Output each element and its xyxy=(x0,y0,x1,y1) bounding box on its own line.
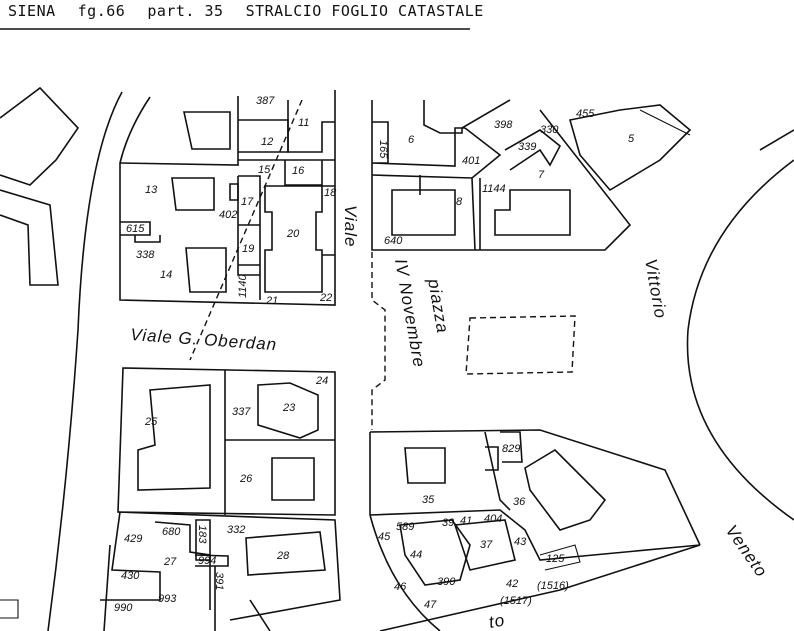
parcel-label: 430 xyxy=(121,570,140,582)
parcel-label: 6 xyxy=(408,134,415,146)
parcel-label: 15 xyxy=(258,164,271,176)
parcel-label: 14 xyxy=(160,269,172,281)
parcel-label: 615 xyxy=(126,223,145,235)
parcel-label: 45 xyxy=(378,531,391,543)
parcel-label: 26 xyxy=(239,473,253,485)
parcel-label: 390 xyxy=(437,576,456,588)
parcel-label: 25 xyxy=(144,416,158,428)
parcel-label: 5 xyxy=(628,133,635,145)
parcel-label: 37 xyxy=(480,539,493,551)
parcel-label: 429 xyxy=(124,533,142,545)
parcel-label: 21 xyxy=(265,295,278,307)
parcel-label: 41 xyxy=(460,515,472,527)
header-title: STRALCIO FOGLIO CATASTALE xyxy=(245,2,484,20)
parcel-label: 43 xyxy=(514,536,527,548)
parcel-label: 36 xyxy=(513,496,526,508)
parcel-label: 19 xyxy=(242,243,254,255)
parcel-label: 332 xyxy=(227,524,245,536)
street-veneto: Veneto xyxy=(722,521,772,580)
parcel-label: 8 xyxy=(456,196,463,208)
parcel-label: 404 xyxy=(484,513,502,525)
parcel-label: 165 xyxy=(377,140,389,159)
parcel-boundaries xyxy=(0,86,794,631)
parcel-label: 17 xyxy=(241,196,254,208)
header-city: SIENA xyxy=(8,2,56,20)
parcel-label: 28 xyxy=(276,550,290,562)
parcel-label: 339 xyxy=(518,141,536,153)
parcel-label: 125 xyxy=(546,553,565,565)
parcel-label: 387 xyxy=(256,95,275,107)
header-sheet: fg.66 xyxy=(77,2,126,20)
street-to: to xyxy=(487,610,506,631)
parcel-labels: 387 11 12 15 16 13 17 402 18 20 615 338 … xyxy=(114,95,635,614)
parcel-label: 44 xyxy=(410,549,422,561)
parcel-label: (1517) xyxy=(500,595,532,607)
street-vittorio: Vittorio xyxy=(641,257,670,320)
parcel-label: 402 xyxy=(219,209,237,221)
parcel-label: (1516) xyxy=(537,580,569,592)
map-header: SIENA fg.66 part. 35 STRALCIO FOGLIO CATAST… xyxy=(8,2,506,20)
parcel-label: 22 xyxy=(319,292,332,304)
parcel-label: 46 xyxy=(394,581,407,593)
parcel-label: 183 xyxy=(196,525,208,544)
parcel-label: 990 xyxy=(114,602,133,614)
parcel-label: 18 xyxy=(324,187,337,199)
parcel-label: 20 xyxy=(286,228,300,240)
parcel-label: 338 xyxy=(136,249,155,261)
parcel-label: 42 xyxy=(506,578,518,590)
street-piazza: piazza xyxy=(424,276,452,335)
parcel-label: 829 xyxy=(502,443,520,455)
parcel-label: 11 xyxy=(298,117,309,129)
parcel-label: 401 xyxy=(462,155,480,167)
parcel-label: 640 xyxy=(384,235,403,247)
parcel-label: 993 xyxy=(158,593,177,605)
parcel-label: 589 xyxy=(396,521,414,533)
parcel-label: 27 xyxy=(163,556,177,568)
parcel-label: 7 xyxy=(538,169,545,181)
parcel-label: 455 xyxy=(576,108,595,120)
parcel-label: 330 xyxy=(540,124,559,136)
parcel-label: 35 xyxy=(422,494,435,506)
parcel-label: 47 xyxy=(424,599,437,611)
parcel-label: 13 xyxy=(145,184,158,196)
parcel-label: 12 xyxy=(261,136,273,148)
parcel-label: 1140 xyxy=(237,273,249,298)
parcel-label: 994 xyxy=(198,555,216,567)
parcel-label: 16 xyxy=(292,165,305,177)
parcel-label: 39 xyxy=(442,517,454,529)
parcel-label: 23 xyxy=(282,402,296,414)
parcel-label: 398 xyxy=(494,119,513,131)
street-viale: Viale xyxy=(341,205,360,248)
street-viale-oberdan: Viale G. Oberdan xyxy=(130,325,278,354)
parcel-label: 1144 xyxy=(482,183,506,195)
header-parcel: part. 35 xyxy=(147,2,224,20)
parcel-label: 337 xyxy=(232,406,251,418)
parcel-label: 680 xyxy=(162,526,181,538)
parcel-label: 24 xyxy=(315,375,328,387)
parcel-label: 391 xyxy=(213,572,225,590)
street-iv-novembre: IV Novembre xyxy=(391,257,429,369)
